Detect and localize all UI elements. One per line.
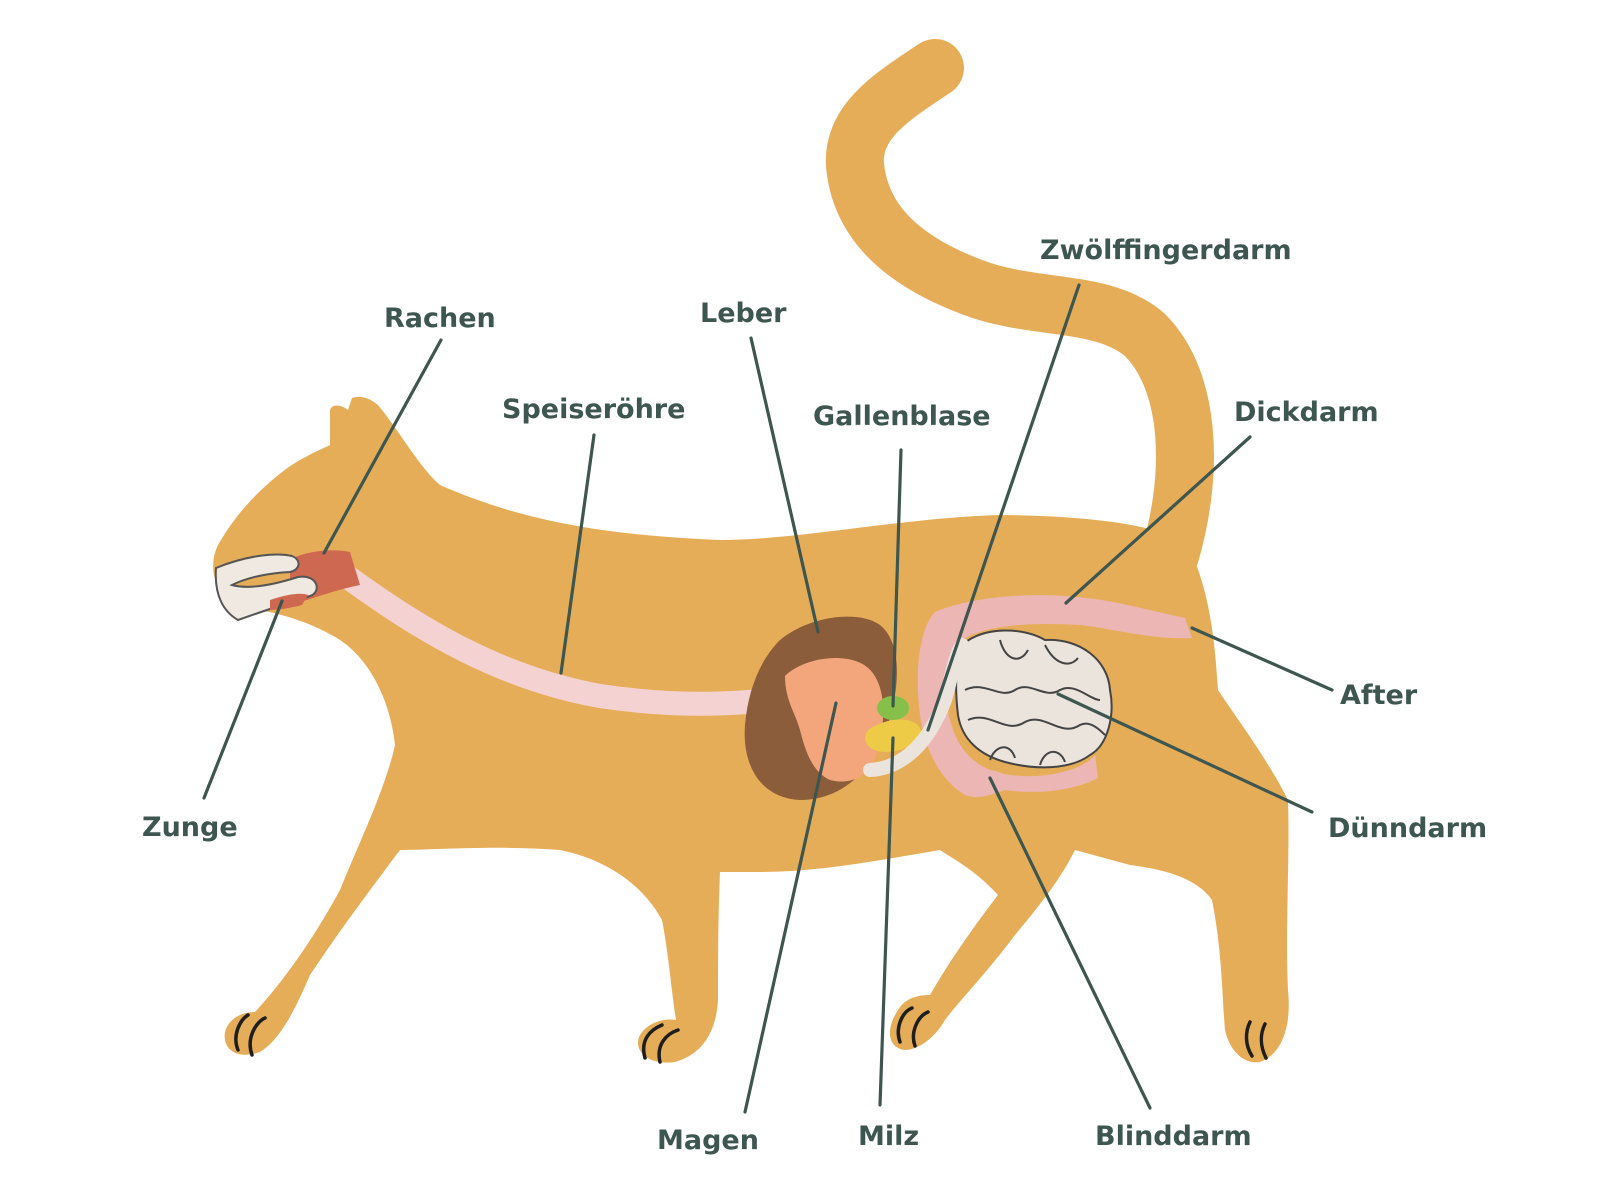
label-gallenblase: Gallenblase xyxy=(813,401,991,432)
leader-zwoelffingerdarm xyxy=(926,283,1081,732)
label-blinddarm: Blinddarm xyxy=(1095,1121,1252,1152)
leader-leber xyxy=(749,336,820,634)
label-magen: Magen xyxy=(657,1125,759,1156)
stomach xyxy=(785,658,884,782)
large-intestine xyxy=(917,595,1192,798)
cat-tail xyxy=(825,39,1214,584)
label-zwoelffingerdarm: Zwölffingerdarm xyxy=(1040,235,1292,266)
leader-lines xyxy=(202,283,1334,1114)
label-after: After xyxy=(1340,680,1418,711)
labels: Rachen Speiseröhre Leber Gallenblase Zwö… xyxy=(142,235,1487,1156)
leader-speiseroehre xyxy=(559,433,596,675)
leader-duenndarm xyxy=(1056,692,1314,814)
duodenum xyxy=(863,638,969,777)
leader-after xyxy=(1190,626,1334,692)
label-speiseroehre: Speiseröhre xyxy=(502,394,685,425)
leader-gallenblase xyxy=(891,448,903,708)
label-milz: Milz xyxy=(858,1121,919,1152)
small-intestine xyxy=(955,629,1113,769)
label-dickdarm: Dickdarm xyxy=(1234,397,1379,428)
label-zunge: Zunge xyxy=(142,812,238,843)
appendix xyxy=(978,769,1008,787)
spleen xyxy=(865,719,921,752)
leader-zunge xyxy=(202,599,284,800)
tongue xyxy=(214,553,318,622)
esophagus xyxy=(333,563,802,716)
gallbladder xyxy=(877,696,909,720)
leader-milz xyxy=(878,736,895,1107)
label-rachen: Rachen xyxy=(384,303,496,334)
label-leber: Leber xyxy=(700,298,787,329)
leader-rachen xyxy=(322,338,443,555)
leader-magen xyxy=(743,701,838,1114)
label-duenndarm: Dünndarm xyxy=(1328,813,1487,844)
leader-dickdarm xyxy=(1064,435,1252,605)
leader-blinddarm xyxy=(988,776,1152,1110)
claws xyxy=(234,1006,1268,1064)
